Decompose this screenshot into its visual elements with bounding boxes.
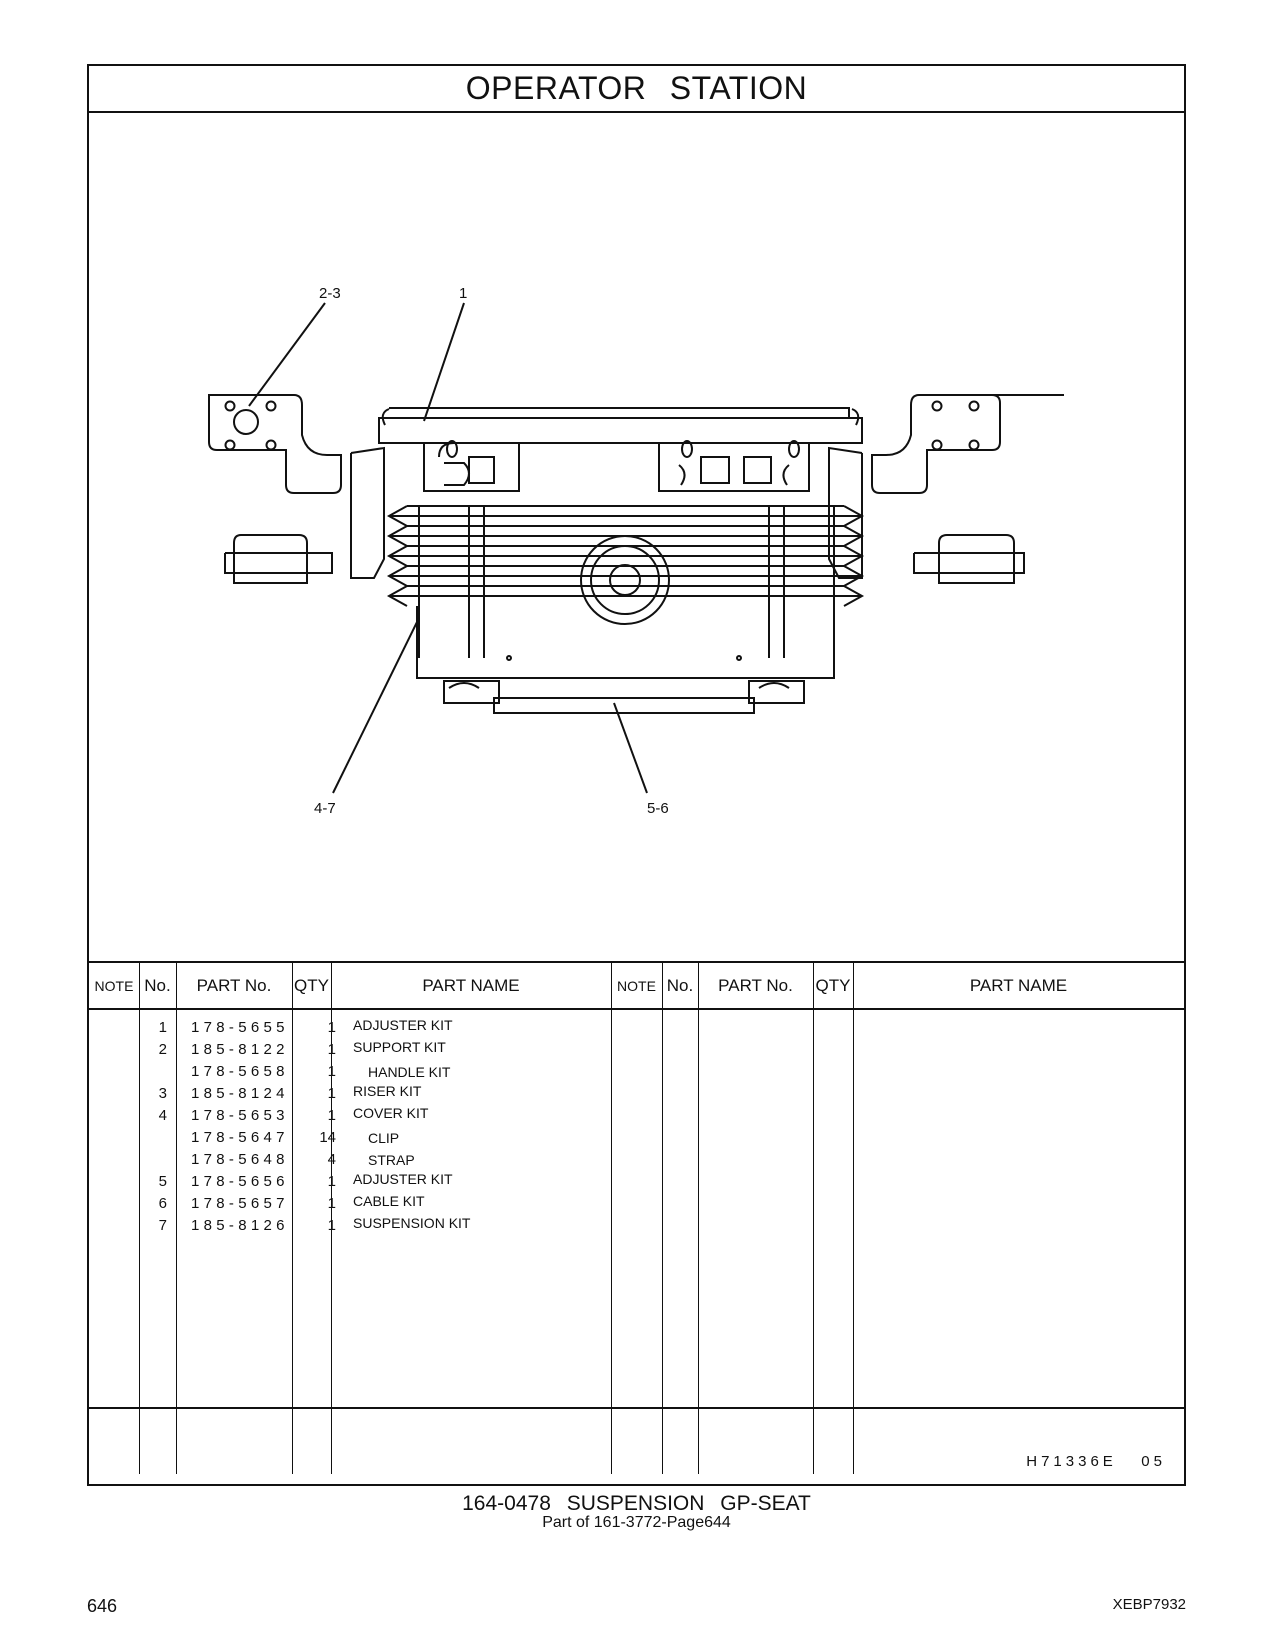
lower-rails (443, 680, 805, 704)
row-part-name: SUSPENSION KIT (353, 1215, 471, 1231)
row-item-number: 5 (158, 1173, 167, 1190)
left-adjuster-housing (423, 442, 520, 492)
callout-4-7: 4-7 (314, 800, 336, 817)
row-item-number: 2 (158, 1041, 167, 1058)
row-part-number: 178-5657 (191, 1195, 289, 1212)
row-part-number: 178-5655 (191, 1019, 289, 1036)
header-part-name: PART NAME (422, 975, 520, 995)
row-part-number: 185-8122 (191, 1041, 289, 1058)
callout-2-3: 2-3 (319, 285, 341, 302)
parts-illustration: 2-3 1 4-7 5-6 (89, 113, 1184, 963)
row-quantity: 4 (327, 1151, 336, 1168)
row-part-name: STRAP (368, 1152, 415, 1168)
table-row: 3 185-8124 1 RISER KIT (89, 1082, 1184, 1105)
row-part-number: 178-5647 (191, 1129, 289, 1146)
header-qty: QTY (294, 975, 329, 995)
row-item-number: 6 (158, 1195, 167, 1212)
assembly-caption: 164-0478 SUSPENSION GP-SEAT (462, 1492, 811, 1515)
table-row: 2 185-8122 1 SUPPORT KIT (89, 1038, 1184, 1061)
row-quantity: 1 (327, 1063, 336, 1080)
row-quantity: 1 (327, 1107, 336, 1124)
col-divider (853, 961, 854, 1474)
row-quantity: 1 (327, 1173, 336, 1190)
right-mounting-bracket (871, 394, 1064, 494)
seat-suspension-drawing: 2-3 1 4-7 5-6 (208, 285, 1064, 817)
row-quantity: 1 (327, 1019, 336, 1036)
header-note-2: NOTE (617, 977, 656, 994)
page-title: OPERATOR STATION (465, 70, 808, 106)
col-divider (611, 961, 612, 1474)
row-item-number: 1 (158, 1019, 167, 1036)
callout-5-6: 5-6 (647, 800, 669, 817)
top-rail (378, 417, 863, 444)
col-divider (698, 961, 699, 1474)
table-row: 178-5648 4 STRAP (89, 1148, 1184, 1171)
left-u-clamp (233, 534, 308, 584)
row-part-number: 178-5658 (191, 1063, 289, 1080)
assembly-subcaption: Part of 161-3772-Page644 (542, 1514, 731, 1531)
row-part-number: 178-5656 (191, 1173, 289, 1190)
row-part-name: CLIP (368, 1130, 400, 1146)
row-part-name: CABLE KIT (353, 1193, 425, 1209)
header-part-name-2: PART NAME (969, 975, 1068, 995)
drawing-code: H71336E 05 (1026, 1453, 1166, 1470)
document-id: XEBP7932 (1112, 1596, 1186, 1613)
table-row: 7 185-8126 1 SUSPENSION KIT (89, 1214, 1184, 1237)
col-divider (662, 961, 663, 1474)
left-mounting-bracket (208, 394, 342, 494)
table-header: NOTE No. PART No. QTY PART NAME NOTE No.… (89, 961, 1184, 1010)
row-part-name: RISER KIT (353, 1083, 422, 1099)
col-divider (331, 961, 332, 1474)
row-part-number: 178-5653 (191, 1107, 289, 1124)
header-part-no-2: PART No. (718, 975, 793, 995)
table-row: 6 178-5657 1 CABLE KIT (89, 1192, 1184, 1215)
header-note: NOTE (94, 977, 134, 994)
row-part-name: ADJUSTER KIT (353, 1171, 453, 1187)
col-divider (176, 961, 177, 1474)
page-number: 646 (87, 1596, 118, 1616)
row-part-number: 185-8124 (191, 1085, 289, 1102)
col-divider (813, 961, 814, 1474)
row-part-name: HANDLE KIT (368, 1064, 451, 1080)
header-qty-2: QTY (815, 975, 851, 995)
title-bar: OPERATOR STATION (89, 66, 1184, 113)
table-bottom-border (89, 1407, 1184, 1409)
row-part-name: ADJUSTER KIT (353, 1017, 453, 1033)
row-item-number: 7 (158, 1217, 167, 1234)
row-quantity: 1 (327, 1085, 336, 1102)
center-boss (580, 535, 670, 625)
table-row: 178-5647 14 CLIP (89, 1126, 1184, 1149)
table-row: 4 178-5653 1 COVER KIT (89, 1104, 1184, 1127)
lower-housing (416, 606, 835, 679)
header-no: No. (144, 975, 171, 995)
table-row: 178-5658 1 HANDLE KIT (89, 1060, 1184, 1083)
col-divider (292, 961, 293, 1474)
row-part-number: 178-5648 (191, 1151, 289, 1168)
row-item-number: 4 (158, 1107, 167, 1124)
header-no-2: No. (666, 975, 694, 995)
col-divider (139, 961, 140, 1474)
table-row: 1 178-5655 1 ADJUSTER KIT (89, 1016, 1184, 1039)
row-quantity: 1 (327, 1195, 336, 1212)
right-u-clamp (938, 534, 1015, 584)
row-item-number: 3 (158, 1085, 167, 1102)
row-part-name: SUPPORT KIT (353, 1039, 446, 1055)
table-row: 5 178-5656 1 ADJUSTER KIT (89, 1170, 1184, 1193)
right-adjuster-housing (658, 442, 810, 492)
row-quantity: 1 (327, 1217, 336, 1234)
suspension-bellows (386, 505, 865, 658)
page-frame: OPERATOR STATION (87, 64, 1186, 1486)
callout-1: 1 (459, 285, 467, 302)
row-quantity: 1 (327, 1041, 336, 1058)
row-part-number: 185-8126 (191, 1217, 289, 1234)
row-part-name: COVER KIT (353, 1105, 429, 1121)
row-quantity: 14 (319, 1129, 336, 1146)
header-part-no: PART No. (196, 975, 272, 995)
